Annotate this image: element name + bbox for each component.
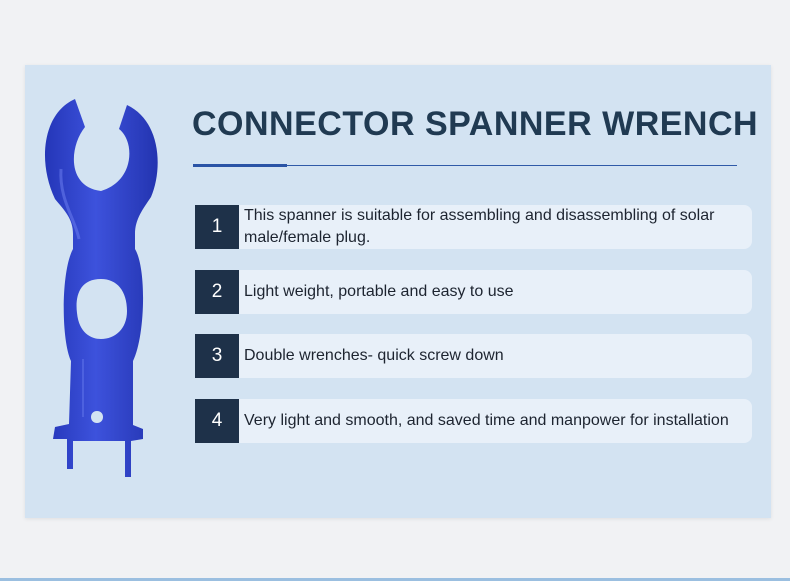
feature-number-badge: 2 [195, 270, 239, 314]
feature-background [225, 334, 752, 378]
product-card: CONNECTOR SPANNER WRENCH 1 This spanner … [25, 65, 771, 518]
feature-item: 2 Light weight, portable and easy to use [195, 270, 752, 314]
feature-number-badge: 3 [195, 334, 239, 378]
feature-number-badge: 1 [195, 205, 239, 249]
title-divider [193, 165, 737, 166]
bottom-divider [0, 578, 790, 581]
feature-text: Double wrenches- quick screw down [244, 347, 504, 364]
feature-text: Very light and smooth, and saved time an… [244, 412, 729, 429]
feature-background [225, 205, 752, 249]
page-title: CONNECTOR SPANNER WRENCH [192, 105, 759, 143]
spanner-wrench-image [44, 99, 158, 477]
feature-item: 1 This spanner is suitable for assemblin… [195, 205, 752, 249]
feature-item: 3 Double wrenches- quick screw down [195, 334, 752, 378]
feature-text: This spanner is suitable for assembling … [244, 207, 715, 246]
feature-text: Light weight, portable and easy to use [244, 283, 514, 300]
title-divider-accent [193, 164, 287, 167]
feature-background [225, 270, 752, 314]
feature-item: 4 Very light and smooth, and saved time … [195, 399, 752, 443]
feature-number-badge: 4 [195, 399, 239, 443]
feature-background [225, 399, 752, 443]
